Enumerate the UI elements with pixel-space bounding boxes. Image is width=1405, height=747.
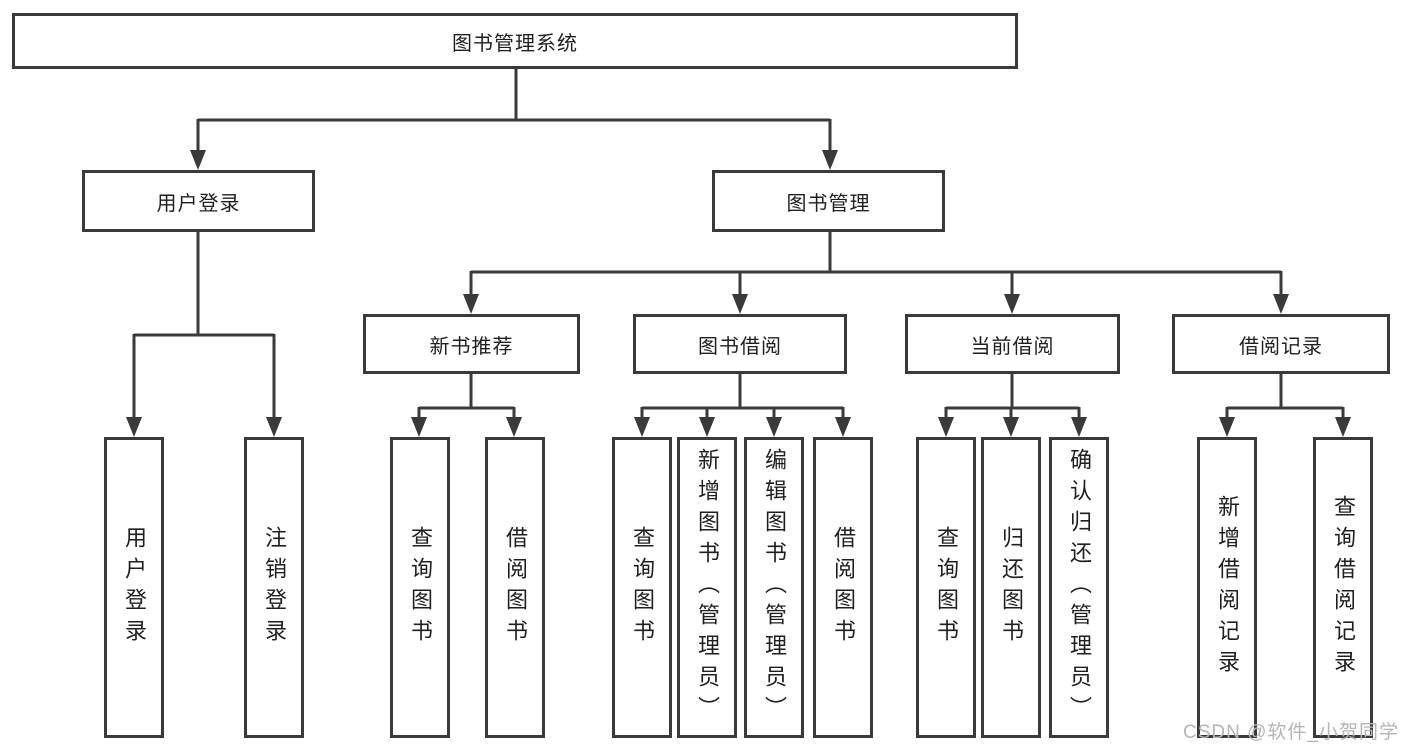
leaf-query-books-current: 查询图书 [916,437,976,738]
node-borrowing-records: 借阅记录 [1172,314,1390,374]
node-label: 查询图书 [408,525,433,650]
leaf-add-book-admin: 新增图书（管理员） [677,437,737,738]
node-label: 查询图书 [934,525,959,650]
node-library-management-system: 图书管理系统 [12,13,1018,69]
leaf-confirm-return-admin: 确认归还（管理员） [1049,437,1109,738]
node-user-login-branch: 用户登录 [82,170,315,232]
node-label: 图书管理系统 [452,32,578,55]
node-label: 查询借阅记录 [1331,494,1356,681]
node-label: 当前借阅 [970,335,1055,358]
leaf-logout: 注销登录 [244,437,304,738]
leaf-edit-book-admin: 编辑图书（管理员） [744,437,804,738]
node-book-management-branch: 图书管理 [712,170,945,232]
node-label: 借阅图书 [831,525,856,650]
node-label: 确认归还（管理员） [1067,448,1092,727]
leaf-return-books: 归还图书 [981,437,1041,738]
leaf-add-borrow-record: 新增借阅记录 [1197,437,1257,738]
leaf-borrow-books-recommend: 借阅图书 [485,437,545,738]
node-label: 注销登录 [262,525,287,650]
node-book-borrowing: 图书借阅 [633,314,847,374]
node-new-book-recommendation: 新书推荐 [363,314,580,374]
node-label: 用户登录 [156,192,241,215]
node-label: 新书推荐 [429,335,514,358]
leaf-query-books-recommend: 查询图书 [390,437,450,738]
leaf-query-borrow-record: 查询借阅记录 [1313,437,1373,738]
leaf-user-login: 用户登录 [104,437,164,738]
node-label: 新增借阅记录 [1215,494,1240,681]
node-label: 归还图书 [999,525,1024,650]
leaf-borrow-books-borrowing: 借阅图书 [813,437,873,738]
node-label: 新增图书（管理员） [695,448,720,727]
node-label: 查询图书 [630,525,655,650]
node-label: 借阅记录 [1239,335,1323,358]
node-label: 编辑图书（管理员） [762,448,787,727]
node-label: 借阅图书 [503,525,528,650]
node-label: 用户登录 [122,525,147,650]
node-label: 图书管理 [786,192,871,215]
node-current-borrowing: 当前借阅 [905,314,1120,374]
leaf-query-books-borrowing: 查询图书 [612,437,672,738]
csdn-watermark: CSDN @软件_小贺同学 [1183,722,1399,743]
node-label: 图书借阅 [698,335,782,358]
